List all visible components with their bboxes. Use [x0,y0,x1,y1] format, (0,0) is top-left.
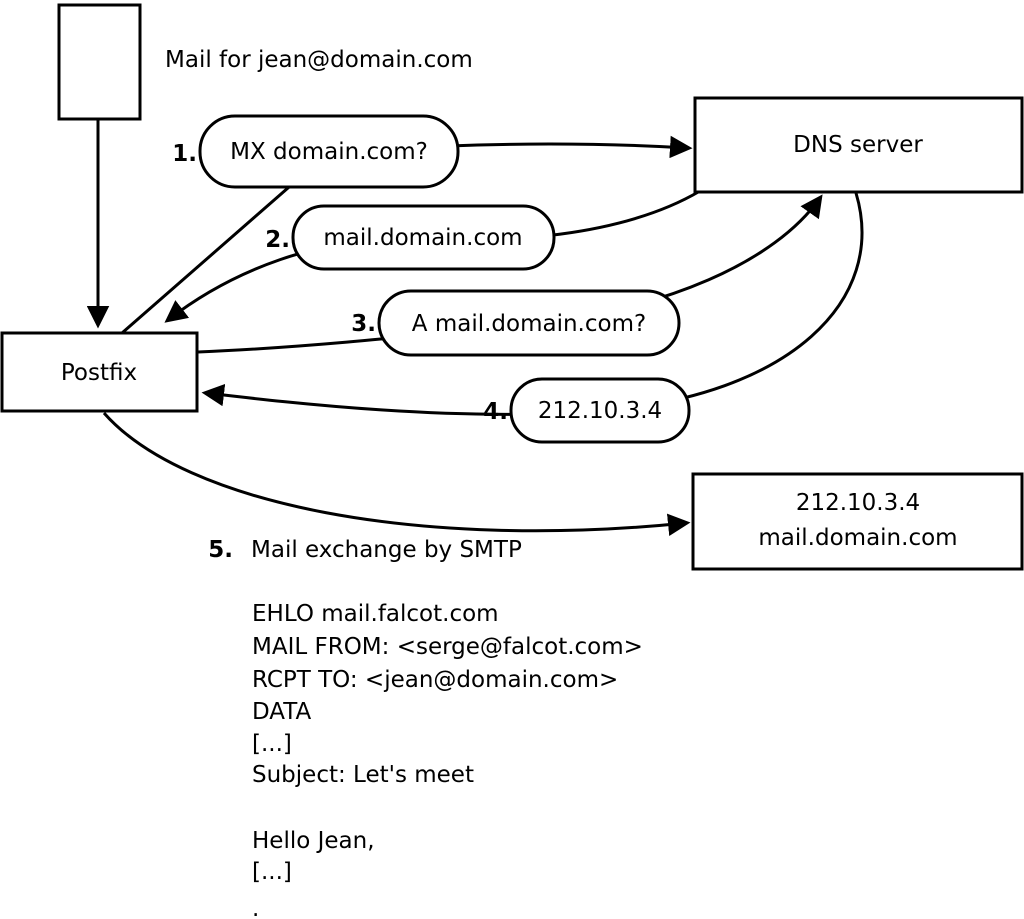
mail-server-ip-label: 212.10.3.4 [796,490,920,516]
step1-number: 1. [172,141,197,167]
pill-step1-query [198,114,460,189]
step3-label: A mail.domain.com? [412,311,646,337]
step4-label: 212.10.3.4 [538,398,662,424]
mail-server-box [691,472,1024,571]
dns-server-box [693,96,1024,194]
smtp-line-subject: Subject: Let's meet [252,762,474,788]
smtp-line-mail-from: MAIL FROM: <serge@falcot.com> [252,634,643,660]
smtp-line-ellipsis-1: [...] [252,731,292,757]
smtp-line-data: DATA [252,699,312,725]
mail-message-icon [57,3,142,121]
smtp-line-ehlo: EHLO mail.falcot.com [252,601,499,627]
smtp-line-ellipsis-2: [...] [252,859,292,885]
step2-number: 2. [265,227,290,253]
mail-note-label: Mail for jean@domain.com [165,47,473,73]
postfix-label: Postfix [61,360,137,386]
step5-label: Mail exchange by SMTP [251,537,522,563]
step5-number: 5. [208,537,233,563]
pill-step3-query [377,289,681,357]
pill-step4-answer [509,377,691,444]
step1-label: MX domain.com? [230,139,428,165]
smtp-line-hello: Hello Jean, [252,828,375,854]
pill-step2-answer [291,204,556,271]
mail-server-host-label: mail.domain.com [758,525,957,551]
smtp-line-rcpt-to: RCPT TO: <jean@domain.com> [252,667,618,693]
postfix-box [0,331,199,413]
dns-server-label: DNS server [793,132,923,158]
smtp-transcript: EHLO mail.falcot.com MAIL FROM: <serge@f… [252,601,643,919]
arrow-step5-postfix-to-server [102,412,691,537]
smtp-line-end-dot: . [252,896,259,919]
step3-number: 3. [351,311,376,337]
step2-label: mail.domain.com [323,225,522,251]
step4-number: 4. [483,399,508,425]
